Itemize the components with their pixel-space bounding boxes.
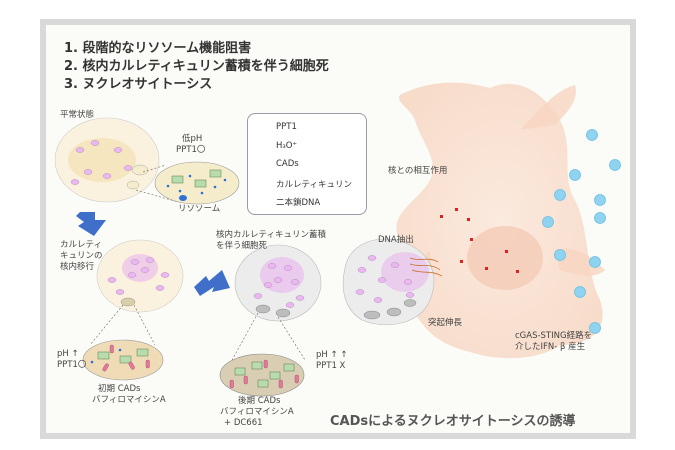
label-bafilomycin: バフィロマイシンA xyxy=(92,395,166,405)
macrophage-nucleus xyxy=(467,226,543,290)
label-normal-state: 平常状態 xyxy=(60,110,95,120)
label-protrusion: 突起伸長 xyxy=(428,318,463,328)
label-cgas-1: cGAS-STING経路を xyxy=(515,331,593,341)
label-translocation-1: カルレティ xyxy=(60,240,102,250)
legend-cads: CADs xyxy=(276,159,299,169)
label-nuclear-accum-1: 核内カルレティキュリン蓄積 xyxy=(216,230,326,240)
legend-calreticulin: カルレティキュリン xyxy=(276,180,352,190)
label-low-ph: 低pH xyxy=(182,134,203,144)
nucleocytosis-cell xyxy=(342,238,435,326)
label-late-cads: 後期 CADs xyxy=(238,396,281,406)
lysosome-zoom-low-ph xyxy=(154,161,240,205)
macrophage-arm xyxy=(555,248,605,276)
figure-caption: CADsによるヌクレオサイトーシスの誘導 xyxy=(330,414,576,429)
dsdna-marks xyxy=(440,208,519,273)
legend-h3o: H₃O⁺ xyxy=(276,141,297,151)
label-early-cads: 初期 CADs xyxy=(98,384,141,394)
label-dna-extraction: DNA抽出 xyxy=(378,235,414,245)
label-translocation-2: キュリンの xyxy=(60,251,103,261)
label-ph-upup: pH ↑ ↑ xyxy=(316,350,348,360)
normal-cell xyxy=(54,117,160,203)
translocation-cell xyxy=(96,239,184,313)
lysosome-zoom-late xyxy=(219,353,305,397)
label-ppt1-on-2: PPT1〇 xyxy=(57,360,87,370)
label-ppt1-on: PPT1〇 xyxy=(176,145,206,155)
lysosome-zoom-early xyxy=(82,339,164,381)
label-translocation-3: 核内移行 xyxy=(60,262,95,272)
legend-ppt1: PPT1 xyxy=(276,122,297,132)
arrow-right xyxy=(194,270,230,296)
label-cgas-2: 介したIFN- β 産生 xyxy=(515,342,586,352)
label-nuclear-interaction: 核との相互作用 xyxy=(388,166,448,176)
label-lysosome: リソソーム xyxy=(178,204,221,214)
macrophage-cell xyxy=(396,82,603,359)
label-ppt1-x: PPT1 X xyxy=(316,361,346,371)
heading-3: 3. ヌクレオサイトーシス xyxy=(64,77,213,92)
ifn-beta-dots xyxy=(542,129,621,334)
label-ph-up: pH ↑ xyxy=(57,349,79,359)
label-bafilomycin-2: バフィロマイシンA xyxy=(220,407,294,417)
arrow-down xyxy=(76,212,106,236)
dna-extraction-threads xyxy=(409,257,443,277)
dying-cell xyxy=(234,244,322,322)
legend-box: PPT1 H₃O⁺ CADs カルレティキュリン 二本鎖DNA xyxy=(247,113,367,215)
heading-1: 1. 段階的なリソソーム機能阻害 xyxy=(64,41,252,56)
label-dc661: + DC661 xyxy=(224,418,263,428)
heading-2: 2. 核内カルレティキュリン蓄積を伴う細胞死 xyxy=(64,59,329,74)
legend-dsdna: 二本鎖DNA xyxy=(276,198,321,208)
macrophage-arm xyxy=(520,85,576,130)
label-nuclear-accum-2: を伴う細胞死 xyxy=(216,241,268,251)
